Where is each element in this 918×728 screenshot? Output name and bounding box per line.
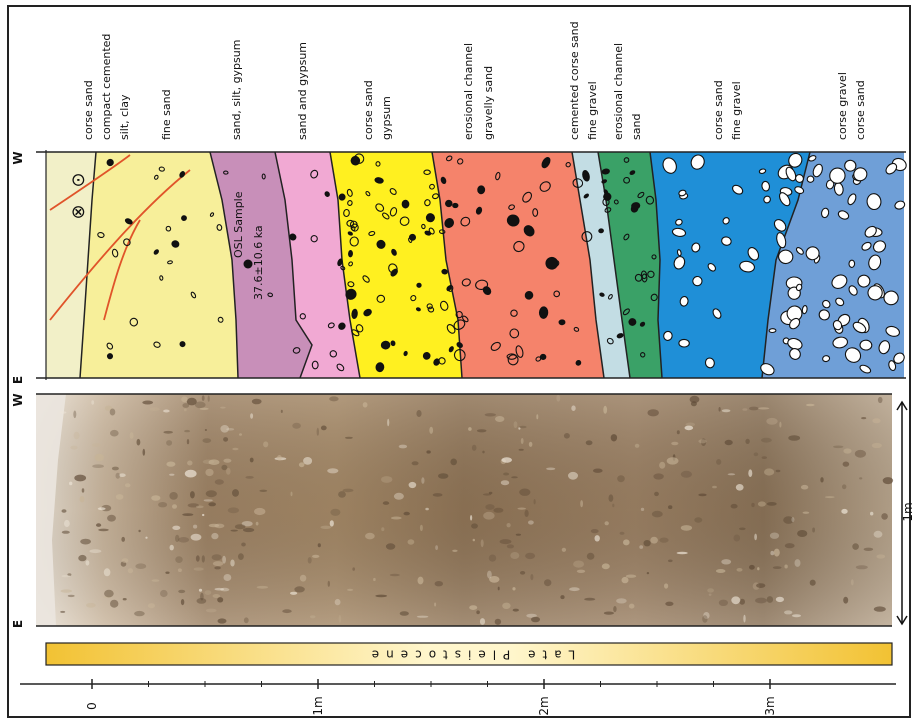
orientation-e-bottom: E bbox=[11, 620, 25, 628]
layer-label-L9-line-0: erosional channel bbox=[612, 43, 625, 140]
layer-label-L8-line-0: cemented corse sand bbox=[568, 21, 581, 140]
period-band: Late Pleistocene bbox=[46, 643, 892, 665]
layer-label-L10-line-0: corse sand bbox=[712, 80, 725, 140]
layer-label-L2-line-1: silt, clay bbox=[118, 94, 131, 140]
circle-dot-symbol: ⊙ bbox=[68, 172, 89, 187]
layer-label-L11-line-1: corse sand bbox=[854, 80, 867, 140]
axis-tick-label: 1m bbox=[311, 696, 325, 715]
layer-label-L8-line-1: fine gravel bbox=[586, 81, 599, 140]
osl-sample-label: OSL Sample bbox=[232, 191, 245, 258]
layer-label-L1-line-0: corse sand bbox=[82, 80, 95, 140]
axis-tick-label: 3m bbox=[763, 696, 777, 715]
layer-label-L4-line-0: sand, silt, gypsum bbox=[230, 40, 243, 140]
layer-label-L10-line-1: fine gravel bbox=[730, 81, 743, 140]
layer-label-L6-line-1: gypsum bbox=[380, 96, 393, 140]
period-label: Late Pleistocene bbox=[365, 648, 576, 662]
orientation-e-top: E bbox=[11, 376, 25, 384]
scale-bar-label: 1m bbox=[901, 502, 915, 521]
outcrop-photo bbox=[36, 394, 893, 626]
layer-label-L3-line-0: fine sand bbox=[160, 89, 173, 140]
orientation-w-bottom: W bbox=[11, 393, 25, 406]
section-drawing: ⊙ ⊗ OSL Sample 37.6±10.6 ka bbox=[36, 150, 908, 380]
layer-label-L9-line-1: sand bbox=[630, 114, 643, 140]
layer-label-L7-line-0: erosional channel bbox=[462, 43, 475, 140]
osl-age-label: 37.6±10.6 ka bbox=[252, 225, 265, 300]
layer-label-L5-line-0: sand and gypsum bbox=[296, 42, 309, 140]
layer-L2-fill bbox=[80, 152, 238, 378]
circle-cross-symbol: ⊗ bbox=[68, 204, 89, 219]
layer-label-L2-line-0: compact cemented bbox=[100, 34, 113, 140]
layer-label-L11-line-0: corse gravel bbox=[836, 72, 849, 140]
layer-label-L6-line-0: corse sand bbox=[362, 80, 375, 140]
layer-label-L7-line-1: gravelly sand bbox=[482, 66, 495, 140]
axis-tick-label: 2m bbox=[537, 696, 551, 715]
axis-tick-label: 0 bbox=[85, 702, 99, 710]
orientation-w-top: W bbox=[11, 151, 25, 164]
